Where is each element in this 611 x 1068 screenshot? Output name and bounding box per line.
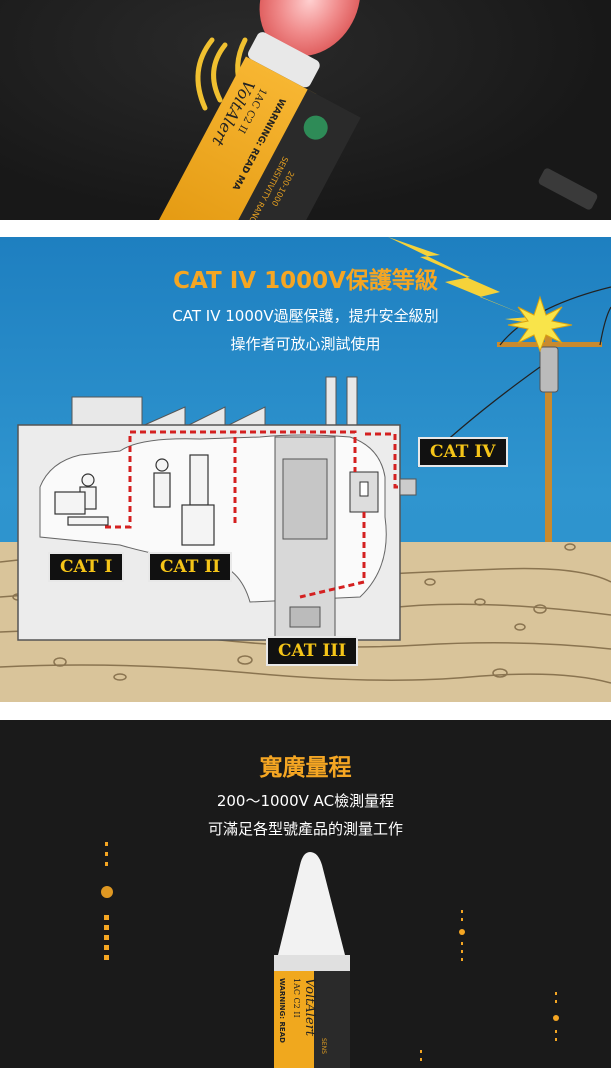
section-divider bbox=[0, 220, 611, 237]
lightning-bolt-icon bbox=[388, 237, 573, 353]
section-divider bbox=[0, 702, 611, 720]
cat-iii-label: CAT III bbox=[266, 636, 359, 666]
section-subtitle-line1: CAT IV 1000V過壓保護，提升安全級別 bbox=[172, 307, 439, 325]
tip-glow-icon bbox=[259, 0, 361, 56]
cat-ii-label: CAT II bbox=[148, 552, 233, 582]
cat-i-label: CAT I bbox=[48, 552, 125, 582]
range-product-model-text: 1AC C2 II bbox=[292, 978, 301, 1018]
product-hero-section: VoltAlert 1AC C2 II WARNING: READ MA SEN… bbox=[0, 0, 611, 220]
voltalert-tester-illustration: VoltAlert 1AC C2 II WARNING: READ MA SEN… bbox=[156, 0, 598, 220]
range-product-brand-text: VoltAlert bbox=[302, 978, 317, 1037]
section-subtitle-line2: 操作者可放心測試使用 bbox=[230, 335, 381, 353]
indicator-light-icon bbox=[303, 115, 328, 140]
section-title: CAT IV 1000V保護等級 bbox=[173, 268, 438, 294]
range-section: VoltAlert 1AC C2 II WARNING: READ SENS 寬… bbox=[0, 720, 611, 1068]
range-subtitle-line1: 200～1000V AC檢測量程 bbox=[216, 792, 395, 810]
range-subtitle-line2: 可滿足各型號產品的測量工作 bbox=[207, 820, 403, 838]
range-section-title: 寬廣量程 bbox=[259, 755, 352, 781]
range-product-illustration: VoltAlert 1AC C2 II WARNING: READ SENS bbox=[101, 842, 559, 1068]
range-product-warning-text: WARNING: READ bbox=[278, 978, 286, 1043]
cat-rating-section: CAT IV 1000V保護等級 CAT IV 1000V過壓保護，提升安全級別… bbox=[0, 237, 611, 702]
decorative-dots bbox=[101, 842, 559, 1061]
range-product-sensitivity-text: SENS bbox=[320, 1038, 327, 1054]
cat-iv-label: CAT IV bbox=[418, 437, 508, 467]
voltalert-tester-vertical: VoltAlert 1AC C2 II WARNING: READ SENS bbox=[274, 852, 350, 1068]
